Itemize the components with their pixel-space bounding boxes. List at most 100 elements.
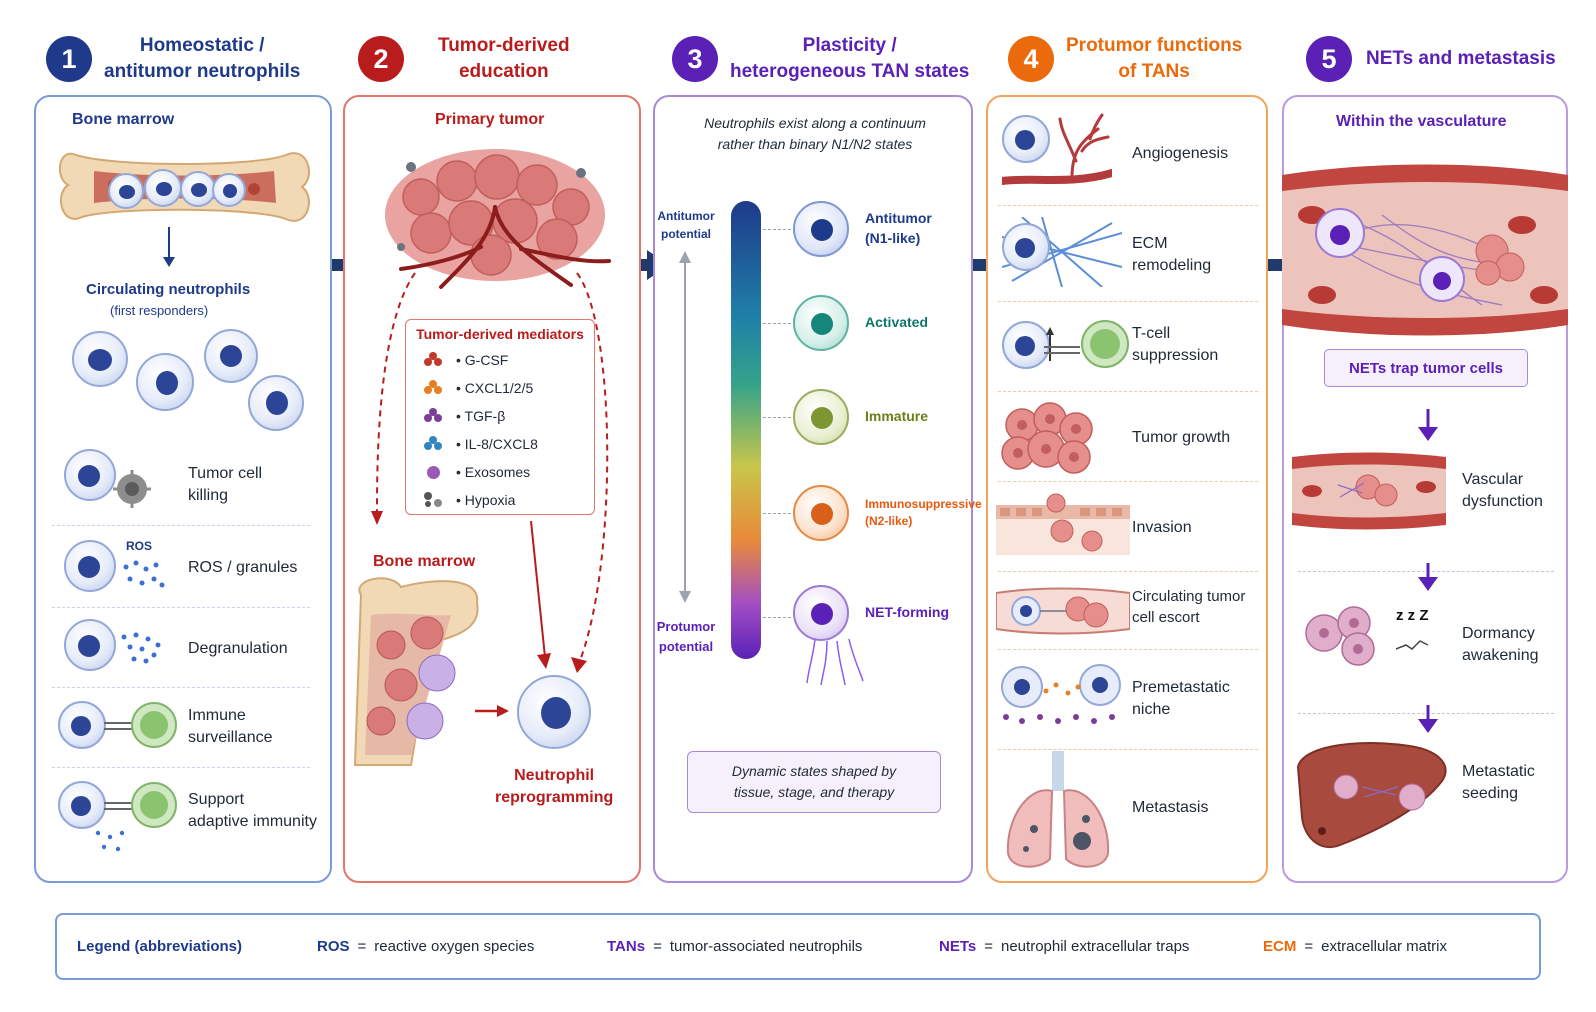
lymphocyte-icon (131, 702, 177, 748)
function-ros-granules: ROS / granules (188, 559, 298, 576)
cell-contact-icon (104, 802, 134, 810)
header-4: 4 Protumor functions of TANs (1008, 28, 1242, 90)
primary-tumor-label: Primary tumor (435, 111, 545, 128)
state-connector (763, 229, 791, 230)
tumor-killing-neutrophil (64, 449, 116, 501)
divider (998, 301, 1258, 302)
mediator-hypoxia: • Hypoxia (424, 486, 594, 514)
degranulation-neutrophil (64, 619, 116, 671)
header-2: 2 Tumor-derived education (358, 28, 570, 90)
panel-tumor-derived-education: Primary tumor Tumor-derived mediators • … (343, 95, 641, 883)
state-antitumor: Antitumor (N1-like) (793, 201, 932, 257)
surveillance-neutrophil (58, 701, 106, 749)
step-number-3: 3 (672, 36, 718, 82)
header-title-5: NETs and metastasis (1366, 48, 1556, 70)
tissue-invasion-icon (996, 493, 1130, 555)
net-strands-icon (806, 638, 864, 686)
first-responders-label: (first responders) (110, 303, 209, 318)
ecm-neutrophil (1002, 223, 1050, 271)
divider (998, 571, 1258, 572)
cytokine-particles-icon (95, 830, 125, 852)
circulating-neutrophils-label: Circulating neutrophils (86, 281, 251, 298)
down-arrow-icon (163, 227, 175, 267)
mediator-exosomes: • Exosomes (424, 458, 594, 486)
panel-plasticity-states: Neutrophils exist along a continuum rath… (653, 95, 982, 883)
state-immunosuppressive: Immunosuppressive (N2-like) (793, 485, 982, 541)
state-immature: Immature (793, 389, 928, 445)
potential-axis-arrow (679, 251, 691, 603)
awakening-squiggle-icon (1395, 640, 1429, 650)
continuum-intro: Neutrophils exist along a continuum rath… (704, 115, 926, 152)
protumor-potential-label: Protumor potential (656, 619, 716, 654)
damaged-vessel-icon (1292, 452, 1446, 530)
legend-item-ecm: ECM = extracellular matrix (1263, 938, 1447, 955)
header-5: 5 NETs and metastasis (1306, 28, 1556, 90)
header-title-1: Homeostatic / antitumor neutrophils (104, 35, 301, 82)
mediators-title: Tumor-derived mediators (416, 326, 584, 342)
suppressive-neutrophil (1002, 321, 1050, 369)
lymphocyte-icon (131, 782, 177, 828)
circulating-neutrophil-4 (248, 375, 304, 431)
bone-marrow-reprogramming-illustration (353, 577, 479, 766)
mediators-box: Tumor-derived mediators • G-CSF • CXCL1/… (405, 319, 595, 515)
divider (998, 649, 1258, 650)
divider (52, 687, 310, 688)
dashed-arrow-to-reprogramming (571, 272, 609, 673)
cell-contact-icon (104, 722, 134, 730)
function-metastasis: Metastasis (1132, 799, 1209, 816)
immunosuppressive-neutrophil-icon (793, 485, 849, 541)
mediators-list: • G-CSF • CXCL1/2/5 • TGF-β • IL-8/CXCL8… (406, 346, 594, 514)
premetastatic-niche-icon (1001, 664, 1121, 724)
function-premetastatic-niche: Premetastatic niche (1132, 679, 1230, 719)
bone-marrow-label: Bone marrow (72, 111, 175, 128)
header-title-3: Plasticity / heterogeneous TAN states (730, 35, 970, 82)
ros-tag: ROS (126, 539, 153, 553)
continuum-gradient-bar (731, 201, 761, 659)
step-number-5: 5 (1306, 36, 1352, 82)
divider (1298, 571, 1554, 572)
dashed-arrow-to-marrow (371, 272, 416, 525)
dynamic-states-box: Dynamic states shaped by tissue, stage, … (687, 751, 941, 813)
ros-particles-icon (123, 560, 165, 588)
hypoxia-icon (424, 492, 446, 508)
tumor-cell-icon (113, 470, 151, 508)
state-activated: Activated (793, 295, 928, 351)
molecule-icon (424, 408, 446, 424)
molecule-icon (424, 380, 446, 396)
antitumor-potential-label: Antitumor potential (657, 209, 715, 241)
down-arrow-icon (1418, 409, 1438, 441)
legend-item-tans: TANs = tumor-associated neutrophils (607, 938, 863, 955)
marrow-neutrophil-2 (144, 169, 182, 207)
header-3: 3 Plasticity / heterogeneous TAN states (672, 28, 969, 90)
circulating-neutrophil-1 (72, 331, 128, 387)
function-support-adaptive-immunity: Support adaptive immunity (188, 791, 317, 831)
mediator-g-csf: • G-CSF (424, 346, 594, 374)
divider (52, 525, 310, 526)
header-1: 1 Homeostatic / antitumor neutrophils (46, 28, 300, 90)
immature-neutrophil-icon (793, 389, 849, 445)
mediator-il8: • IL-8/CXCL8 (424, 430, 594, 458)
function-ctc-escort: Circulating tumor cell escort (1132, 588, 1246, 626)
mediators-to-neutrophil-arrow (530, 521, 551, 669)
molecule-icon (424, 352, 446, 368)
tumor-cluster-icon (1001, 402, 1093, 474)
nets-trap-box: NETs trap tumor cells (1324, 349, 1528, 387)
header-title-4: Protumor functions of TANs (1066, 35, 1243, 82)
step-number-2: 2 (358, 36, 404, 82)
panel-homeostatic-neutrophils: Bone marrow Circulating neutrophils (fir… (34, 95, 332, 883)
neutrophil-reprogramming-label: Neutrophil reprogramming (495, 767, 614, 807)
state-connector (763, 323, 791, 324)
t-cell-icon (1081, 320, 1129, 368)
marrow-neutrophil-1 (108, 173, 144, 209)
granule-release-icon (121, 632, 161, 664)
function-angiogenesis: Angiogenesis (1132, 145, 1229, 162)
abbreviations-legend: Legend (abbreviations) ROS = reactive ox… (55, 913, 1541, 980)
within-vasculature-label: Within the vasculature (1336, 113, 1507, 130)
antitumor-neutrophil-icon (793, 201, 849, 257)
primary-tumor-illustration (385, 149, 611, 289)
dormant-tumor-cells-icon (1305, 606, 1375, 666)
reprogrammed-neutrophil (517, 675, 591, 749)
molecule-icon (424, 436, 446, 452)
marrow-neutrophil-4 (212, 173, 246, 207)
sleep-zzz-icon: z z Z (1396, 607, 1429, 624)
